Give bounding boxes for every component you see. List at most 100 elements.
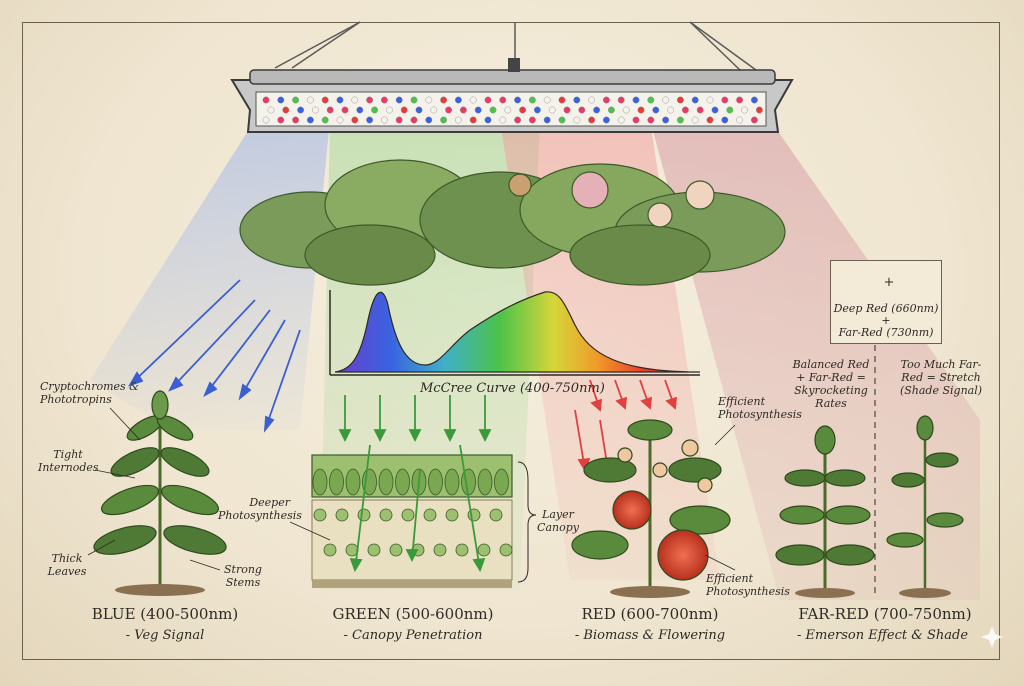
seedling-leaf xyxy=(433,543,447,557)
led-diode xyxy=(311,106,319,114)
led-diode xyxy=(351,116,359,124)
led-diode xyxy=(356,106,364,114)
farred-title: FAR-RED (700-750nm) xyxy=(798,605,972,623)
palisade-cell xyxy=(378,468,394,496)
led-diode xyxy=(563,106,571,114)
led-diode xyxy=(691,96,699,104)
led-diode xyxy=(529,116,536,124)
stretched-plant-icon xyxy=(886,415,964,598)
led-diode xyxy=(588,116,595,124)
seedling-leaf xyxy=(323,543,337,557)
led-diode xyxy=(321,96,329,104)
led-diode xyxy=(514,116,521,124)
led-diode xyxy=(282,106,290,114)
curve-title: McCree Curve (400-750nm) xyxy=(420,381,605,396)
led-diode xyxy=(400,106,408,114)
led-diode xyxy=(341,106,349,114)
led-diode xyxy=(756,106,763,114)
led-diode xyxy=(262,116,270,124)
led-diode xyxy=(677,96,684,104)
led-diode xyxy=(371,106,378,114)
led-diode xyxy=(459,106,467,114)
blue-title: BLUE (400-500nm) xyxy=(91,605,239,623)
led-diode xyxy=(534,106,541,114)
led-diode xyxy=(514,96,521,104)
legend-deep-red: Deep Red (660nm) xyxy=(833,302,939,315)
red-pointer-lines xyxy=(704,424,736,571)
palisade-cell xyxy=(312,468,328,496)
led-diode xyxy=(667,106,674,114)
led-diode xyxy=(425,116,433,124)
border-frame xyxy=(22,22,1000,660)
legend-plus-between: + xyxy=(881,314,891,327)
green-arrows xyxy=(338,395,492,573)
canopy-bracket xyxy=(517,461,537,583)
label-canopy: Layer Canopy xyxy=(537,508,579,534)
palisade-cell xyxy=(477,468,493,496)
seedling-leaf xyxy=(445,508,459,522)
led-diode xyxy=(696,106,704,114)
led-diode xyxy=(741,106,748,114)
label-internodes: Tight Internodes xyxy=(38,448,99,474)
led-diode xyxy=(588,96,595,104)
led-diode xyxy=(647,116,655,124)
led-diode xyxy=(652,106,660,114)
balanced-plant-icon xyxy=(775,425,875,598)
led-diode xyxy=(677,116,684,124)
led-diode xyxy=(469,96,477,104)
palisade-cell xyxy=(494,468,509,496)
led-diode xyxy=(484,116,492,124)
led-diode xyxy=(326,106,334,114)
led-diode xyxy=(637,106,645,114)
led-diode xyxy=(751,96,758,104)
hanging-cables xyxy=(274,21,757,71)
blue-arrows xyxy=(128,279,301,433)
led-diode xyxy=(292,116,299,124)
led-diode xyxy=(662,96,669,104)
led-diode xyxy=(499,116,507,124)
led-diode xyxy=(306,116,314,124)
led-diode xyxy=(682,106,689,114)
led-diode xyxy=(593,106,600,114)
label-red-bottom: Efficient Photosynthesis xyxy=(706,572,790,598)
red-title: RED (600-700nm) xyxy=(581,605,719,623)
seedling-leaf xyxy=(477,543,491,557)
led-diode xyxy=(558,96,566,104)
palisade-cell xyxy=(329,468,344,496)
blue-subtitle: - Veg Signal xyxy=(125,628,205,643)
led-diode xyxy=(484,96,492,104)
led-diode xyxy=(603,96,610,104)
farred-subtitle: - Emerson Effect & Shade xyxy=(796,628,969,643)
led-diode xyxy=(415,106,423,114)
red-arrows xyxy=(574,379,678,473)
led-diode xyxy=(558,116,566,124)
led-diode xyxy=(499,96,507,104)
led-diode xyxy=(425,96,433,104)
legend-plus: + xyxy=(883,275,895,290)
spectrum-curve-icon xyxy=(329,290,701,376)
led-diode xyxy=(321,116,329,124)
led-diode xyxy=(647,96,655,104)
led-diode xyxy=(632,116,640,124)
led-diode xyxy=(336,96,344,104)
seedling-leaf xyxy=(489,508,503,522)
label-stems: Strong Stems xyxy=(224,563,262,589)
led-diode xyxy=(603,116,610,124)
green-title: GREEN (500-600nm) xyxy=(332,605,494,623)
led-diode xyxy=(454,96,462,104)
led-diode xyxy=(336,116,344,124)
seedling-leaf xyxy=(401,508,415,522)
wavelength-legend xyxy=(830,260,942,344)
led-diode xyxy=(351,96,359,104)
led-diode xyxy=(445,106,452,114)
led-diode xyxy=(622,106,630,114)
led-diode xyxy=(726,106,734,114)
led-diode xyxy=(617,116,625,124)
led-diode xyxy=(277,96,285,104)
led-diode xyxy=(529,96,536,104)
green-pointer-line xyxy=(289,521,331,541)
seedling-leaf xyxy=(389,543,403,557)
label-leaves: Thick Leaves xyxy=(47,552,87,578)
